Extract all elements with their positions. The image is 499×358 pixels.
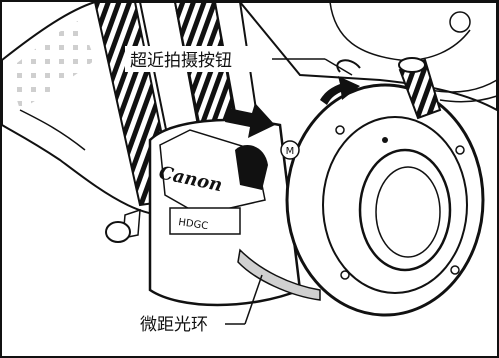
svg-text:M: M xyxy=(286,146,295,157)
callout-macro-button-label: 超近拍摄按钮 xyxy=(130,51,232,71)
macro-ring xyxy=(237,248,321,301)
macro-badge: M xyxy=(280,140,300,160)
push-arrow xyxy=(225,103,275,138)
rotate-arrow xyxy=(320,76,360,105)
callout-macro-button: 超近拍摄按钮 xyxy=(125,46,353,76)
series-marking: HDGC xyxy=(178,217,209,232)
callout-macro-ring-label: 微距光环 xyxy=(140,315,208,335)
zoom-lever xyxy=(105,208,141,243)
macro-button xyxy=(336,57,442,120)
lens-mount xyxy=(285,83,485,317)
lens-body xyxy=(148,118,302,307)
callout-macro-ring: 微距光环 xyxy=(135,274,263,336)
